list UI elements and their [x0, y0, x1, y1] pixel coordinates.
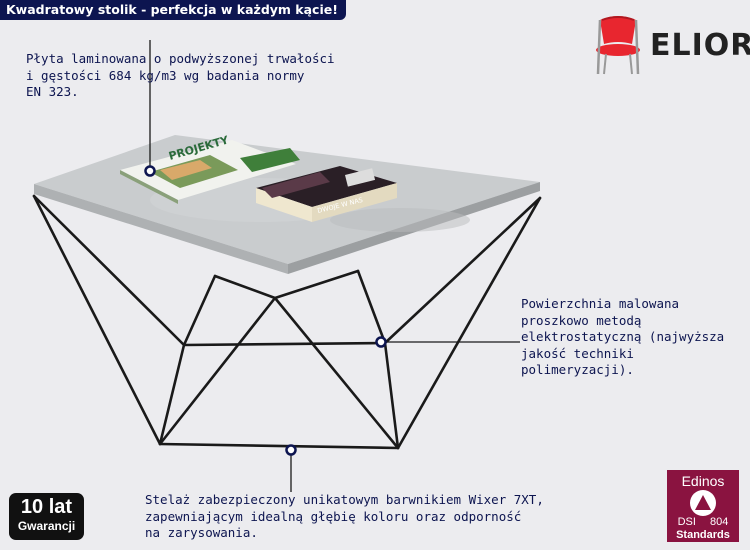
cert-label: Standards [676, 529, 730, 541]
note-line: elektrostatyczną (najwyższa [521, 329, 725, 344]
book: DWOJE W NAS [256, 166, 397, 222]
cert-code-right: 804 [710, 516, 729, 528]
cert-code-left: DSI [677, 516, 696, 528]
warranty-label: Gwarancji [17, 519, 76, 533]
note-line: na zarysowania. [145, 525, 258, 540]
note-powder-coating: Powierzchnia malowana proszkowo metodą e… [521, 296, 746, 379]
note-line: proszkowo metodą [521, 312, 642, 328]
note-line: zapewniającym idealną głębię koloru oraz… [145, 508, 522, 524]
note-frame: Stelaż zabezpieczony unikatowym barwniki… [145, 492, 595, 542]
cert-name: Edinos [681, 473, 725, 489]
seal-icon [690, 490, 716, 516]
brand-name: ELIOR [650, 28, 750, 63]
warranty-badge: 10 lat Gwarancji [9, 493, 84, 540]
note-line: Stelaż zabezpieczony unikatowym barwniki… [145, 492, 544, 507]
note-line: i gęstości 684 kg/m3 wg badania normy [26, 67, 305, 83]
page-title: Kwadratowy stolik - perfekcja w każdym k… [0, 0, 346, 20]
brand-logo: ELIOR [592, 14, 750, 76]
note-line: polimeryzacji). [521, 362, 634, 377]
note-line: Powierzchnia malowana [521, 296, 680, 311]
certificate-badge: Edinos DSI 804 Standards [667, 470, 739, 542]
callout-dot-bottom [285, 444, 297, 456]
chair-icon [596, 16, 640, 75]
warranty-years: 10 lat [20, 496, 73, 518]
note-line: Płyta laminowana o podwyższonej trwałośc… [26, 51, 335, 66]
note-laminate: Płyta laminowana o podwyższonej trwałośc… [26, 51, 386, 101]
note-line: jakość techniki [521, 345, 634, 361]
callout-dot-right [375, 336, 387, 348]
note-line: EN 323. [26, 84, 79, 99]
callout-dot-top [144, 165, 156, 177]
